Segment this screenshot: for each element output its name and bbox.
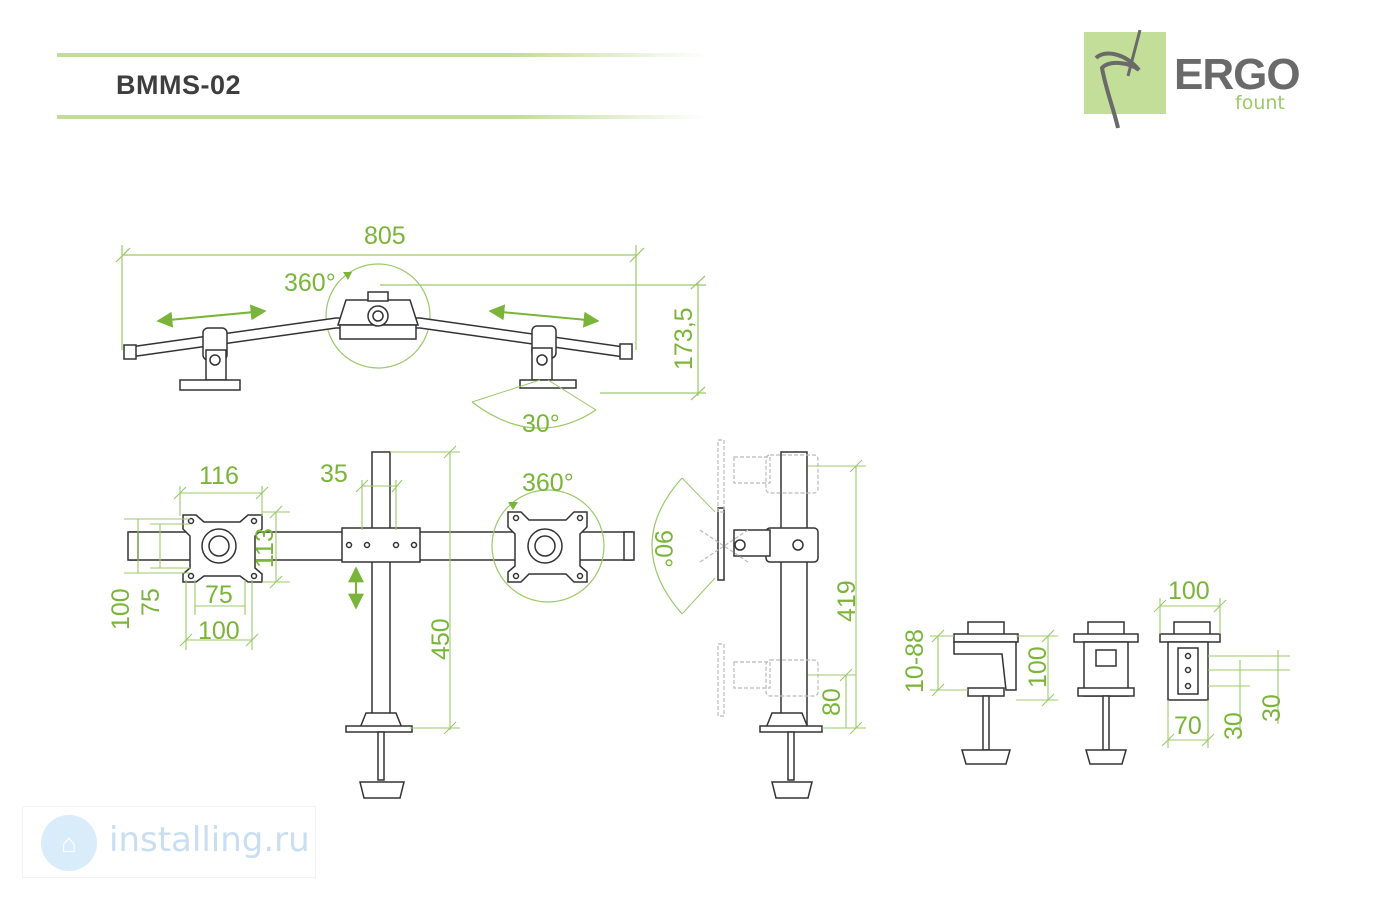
label-width-805: 805 <box>364 222 406 250</box>
label-pole-width-35: 35 <box>320 460 348 488</box>
front-view: 360° 116 113 35 <box>107 445 635 799</box>
label-tilt-30: 30° <box>522 410 560 438</box>
house-gear-icon: ⌂ <box>41 815 97 871</box>
label-clamp-offset-80: 80 <box>818 688 846 716</box>
vesa-plate-left <box>182 514 263 583</box>
clamp-details: 10-88 100 100 70 30 30 <box>901 577 1290 765</box>
dim-width-805 <box>115 245 645 350</box>
label-tilt-90: 90° <box>649 530 677 568</box>
clamp-front <box>1073 621 1139 765</box>
label-vesa-75-v: 75 <box>137 588 165 616</box>
top-arm <box>123 291 633 391</box>
label-vesa-outer-116: 116 <box>199 462 239 490</box>
label-vesa-height-113: 113 <box>251 528 279 568</box>
label-vesa-100-h: 100 <box>198 617 240 645</box>
header-line-top <box>57 53 707 57</box>
label-vesa-rotation-360: 360° <box>522 469 574 497</box>
logo-brand: ERGO <box>1174 50 1301 99</box>
label-clamp-base-70: 70 <box>1174 712 1202 740</box>
dim-height-1735 <box>380 275 706 401</box>
label-vesa-100-v: 100 <box>107 588 135 630</box>
clamp-plate <box>1159 621 1221 701</box>
ergofount-logo: ERGO fount <box>1084 30 1301 134</box>
model-title: BMMS-02 <box>116 70 242 100</box>
clamp-side <box>953 621 1019 765</box>
label-pole-height-450: 450 <box>427 618 455 660</box>
watermark: ⌂ installing.ru <box>22 806 316 878</box>
label-vesa-75-h: 75 <box>205 581 233 609</box>
label-clamp-depth-100: 100 <box>1024 646 1052 688</box>
top-view: 805 173,5 360° <box>115 222 706 438</box>
label-side-height-419: 419 <box>833 580 861 622</box>
label-clamp-offset-a-30: 30 <box>1220 712 1248 740</box>
side-view: 90° 419 80 <box>649 439 866 799</box>
side-ghost-positions <box>699 439 819 717</box>
label-clamp-top-100: 100 <box>1168 577 1210 605</box>
label-rotation-360: 360° <box>284 269 336 297</box>
label-height-1735: 173,5 <box>670 307 698 370</box>
header-line-bottom <box>57 115 707 119</box>
vesa-plate-right <box>507 511 588 583</box>
rotation-circle <box>325 263 431 369</box>
label-clamp-thickness: 10-88 <box>901 629 929 693</box>
side-stand <box>717 451 823 799</box>
logo-sub: fount <box>1235 92 1285 114</box>
watermark-text: installing.ru <box>109 820 310 860</box>
logo-mark <box>1084 30 1166 129</box>
label-clamp-offset-b-30: 30 <box>1258 694 1286 722</box>
